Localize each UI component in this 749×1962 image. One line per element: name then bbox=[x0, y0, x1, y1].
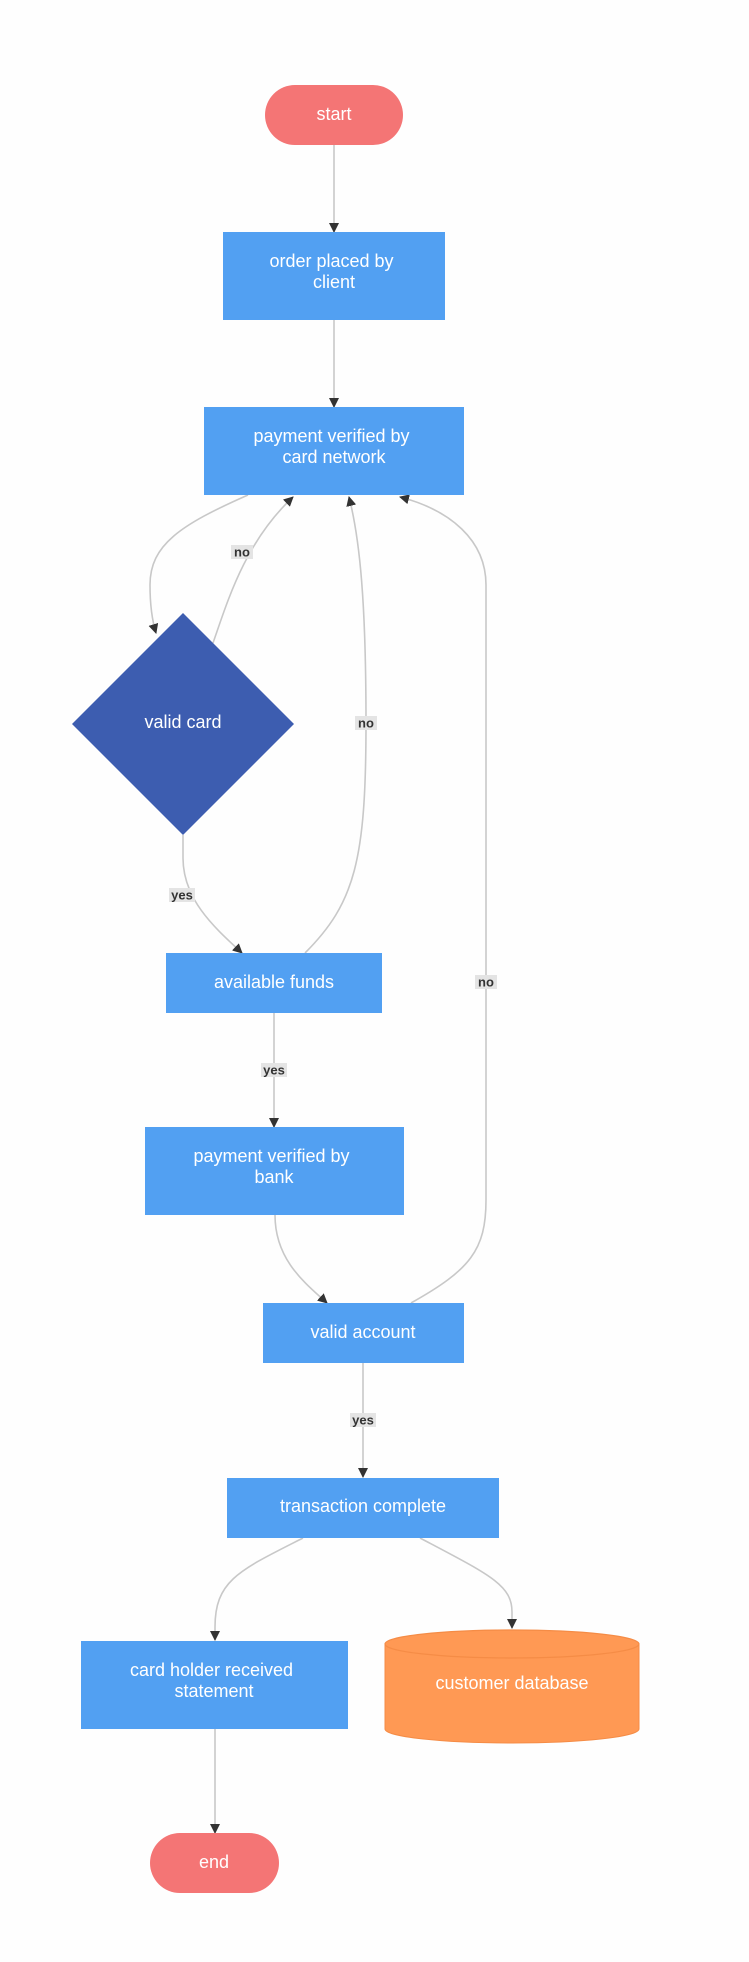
card-holder-statement-node[interactable]: card holder received statement bbox=[81, 1641, 348, 1729]
edge-transaction-to-database bbox=[419, 1537, 517, 1629]
svg-text:yes: yes bbox=[263, 1062, 285, 1077]
edge-labels: no yes no yes no yes bbox=[169, 544, 497, 1427]
edge-valid-card-yes bbox=[182, 835, 243, 954]
edge-label-valid-card-no: no bbox=[231, 544, 253, 559]
order-placed-node[interactable]: order placed by client bbox=[223, 232, 445, 320]
start-node[interactable]: start bbox=[265, 85, 403, 145]
edge-account-no bbox=[399, 494, 487, 1304]
edge-card-network-to-valid-card bbox=[148, 494, 249, 634]
transaction-complete-node[interactable]: transaction complete bbox=[227, 1478, 499, 1538]
order-placed-label: order placed by client bbox=[269, 251, 398, 292]
customer-database-label: customer database bbox=[435, 1673, 588, 1693]
payment-bank-label: payment verified by bank bbox=[193, 1146, 354, 1187]
svg-text:no: no bbox=[478, 974, 494, 989]
database-top-icon bbox=[384, 1629, 640, 1659]
svg-text:no: no bbox=[358, 715, 374, 730]
start-label: start bbox=[316, 104, 351, 124]
available-funds-label: available funds bbox=[214, 972, 334, 992]
svg-text:no: no bbox=[234, 544, 250, 559]
edge-valid-card-no bbox=[212, 496, 294, 644]
customer-database-node[interactable]: customer database bbox=[384, 1629, 640, 1744]
payment-card-network-label: payment verified by card network bbox=[253, 426, 414, 467]
edge-bank-to-account bbox=[274, 1214, 328, 1304]
transaction-complete-label: transaction complete bbox=[280, 1496, 446, 1516]
edge-label-account-yes: yes bbox=[350, 1412, 376, 1427]
edge-label-valid-card-yes: yes bbox=[169, 887, 195, 902]
payment-card-network-node[interactable]: payment verified by card network bbox=[204, 407, 464, 495]
end-node[interactable]: end bbox=[150, 1833, 279, 1893]
edge-label-funds-yes: yes bbox=[261, 1062, 287, 1077]
svg-text:yes: yes bbox=[352, 1412, 374, 1427]
valid-card-decision-node[interactable]: valid card bbox=[72, 613, 294, 835]
payment-bank-node[interactable]: payment verified by bank bbox=[145, 1127, 404, 1215]
nodes: start order placed by client payment ver… bbox=[72, 85, 640, 1893]
valid-account-node[interactable]: valid account bbox=[263, 1303, 464, 1363]
card-holder-statement-label: card holder received statement bbox=[130, 1660, 298, 1701]
svg-text:yes: yes bbox=[171, 887, 193, 902]
end-label: end bbox=[199, 1852, 229, 1872]
available-funds-node[interactable]: available funds bbox=[166, 953, 382, 1013]
valid-card-label: valid card bbox=[144, 712, 221, 732]
valid-account-label: valid account bbox=[310, 1322, 415, 1342]
edge-transaction-to-statement bbox=[210, 1537, 304, 1641]
edge-label-account-no: no bbox=[475, 974, 497, 989]
edge-label-funds-no: no bbox=[355, 715, 377, 730]
